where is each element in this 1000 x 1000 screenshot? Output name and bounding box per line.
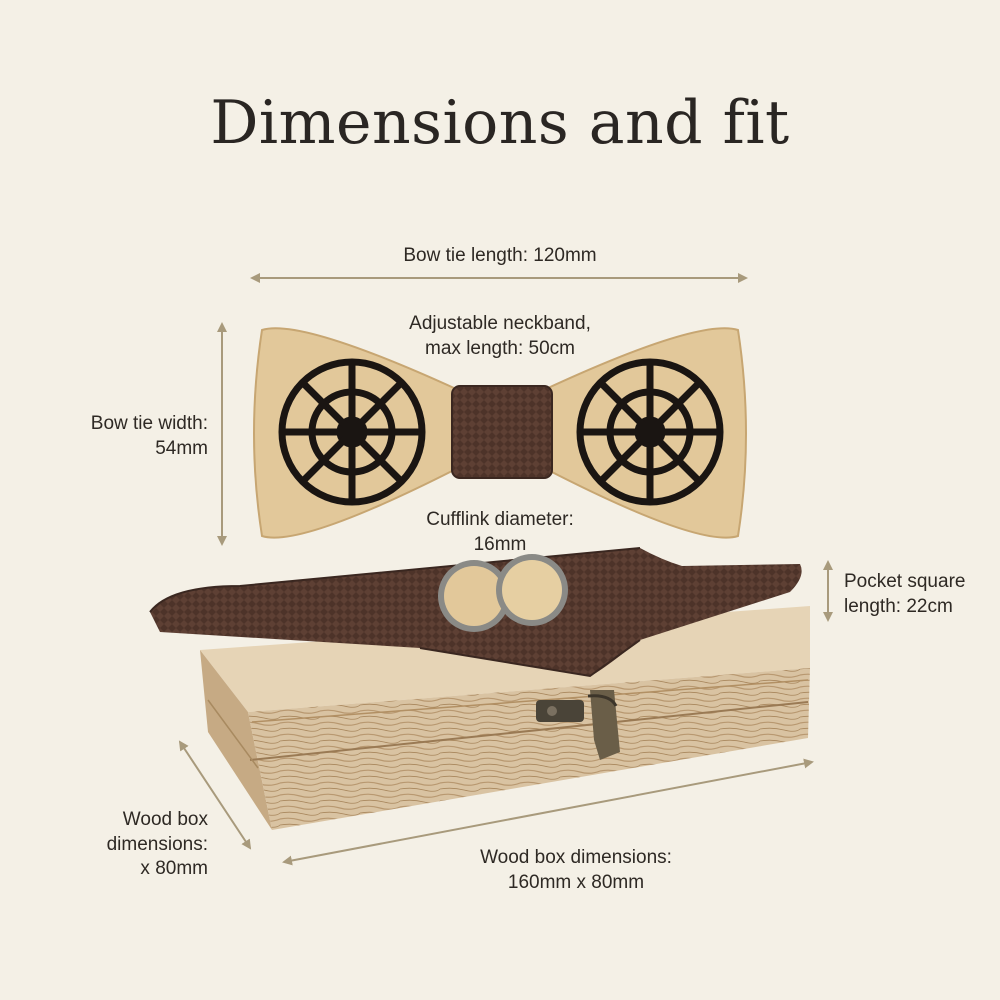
page-title: Dimensions and fit bbox=[210, 88, 790, 158]
bow-tie-width-label: Bow tie width: 54mm bbox=[90, 413, 208, 459]
box-side-label: Wood box dimensions: x 80mm bbox=[106, 809, 208, 880]
box-side-arrow bbox=[178, 740, 252, 850]
cufflinks bbox=[438, 554, 568, 632]
bow-tie bbox=[253, 327, 747, 539]
box-front-arrow bbox=[282, 758, 814, 866]
box-clasp bbox=[536, 690, 620, 760]
cufflink-diameter-label: Cufflink diameter: 16mm bbox=[426, 509, 574, 555]
bow-tie-length-label: Bow tie length: 120mm bbox=[403, 245, 597, 266]
pocket-square-label: Pocket square length: 22cm bbox=[844, 571, 966, 617]
neckband-label: Adjustable neckband, max length: 50cm bbox=[409, 313, 591, 359]
box-front-label: Wood box dimensions: 160mm x 80mm bbox=[480, 847, 672, 893]
